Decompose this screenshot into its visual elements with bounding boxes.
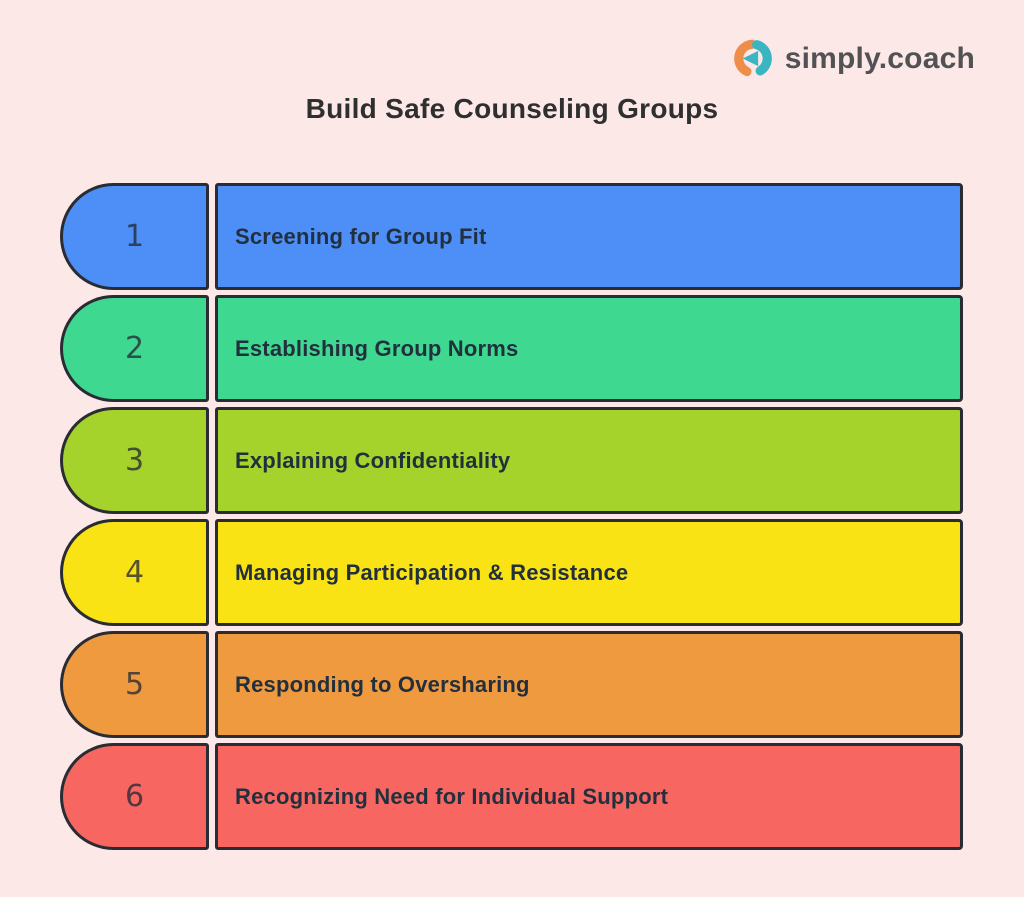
table-row: 1 Screening for Group Fit bbox=[60, 183, 963, 290]
row-number: 5 bbox=[124, 667, 145, 702]
rows: 1 Screening for Group Fit 2 Establishing… bbox=[60, 183, 963, 855]
row-bar: Screening for Group Fit bbox=[215, 183, 963, 290]
row-number: 1 bbox=[124, 219, 145, 254]
table-row: 4 Managing Participation & Resistance bbox=[60, 519, 963, 626]
page-title: Build Safe Counseling Groups bbox=[305, 93, 719, 124]
table-row: 6 Recognizing Need for Individual Suppor… bbox=[60, 743, 963, 850]
row-label: Explaining Confidentiality bbox=[235, 447, 511, 473]
row-label: Responding to Oversharing bbox=[235, 671, 530, 697]
row-bar: Recognizing Need for Individual Support bbox=[215, 743, 963, 850]
row-number: 6 bbox=[124, 779, 145, 814]
row-label: Managing Participation & Resistance bbox=[235, 559, 629, 585]
table-row: 3 Explaining Confidentiality bbox=[60, 407, 963, 514]
row-number: 2 bbox=[124, 331, 145, 366]
row-number-capsule: 2 bbox=[60, 295, 209, 402]
row-label: Screening for Group Fit bbox=[235, 223, 487, 249]
row-number: 4 bbox=[124, 555, 145, 590]
row-number-capsule: 4 bbox=[60, 519, 209, 626]
logo-orange-arc bbox=[733, 39, 757, 77]
row-bar: Establishing Group Norms bbox=[215, 295, 963, 402]
row-number-capsule: 6 bbox=[60, 743, 209, 850]
logo-text: simply.coach bbox=[784, 41, 975, 75]
row-bar: Responding to Oversharing bbox=[215, 631, 963, 738]
logo-teal-arc bbox=[751, 40, 772, 76]
row-bar: Explaining Confidentiality bbox=[215, 407, 963, 514]
row-label: Establishing Group Norms bbox=[235, 335, 519, 361]
logo-teal-arrow bbox=[742, 50, 758, 67]
row-number: 3 bbox=[124, 443, 145, 478]
row-bar: Managing Participation & Resistance bbox=[215, 519, 963, 626]
simply-coach-logo: simply.coach bbox=[730, 36, 975, 81]
row-label: Recognizing Need for Individual Support bbox=[235, 783, 669, 809]
table-row: 2 Establishing Group Norms bbox=[60, 295, 963, 402]
simply-coach-logo-icon bbox=[733, 39, 772, 77]
row-number-capsule: 5 bbox=[60, 631, 209, 738]
table-row: 5 Responding to Oversharing bbox=[60, 631, 963, 738]
row-number-capsule: 1 bbox=[60, 183, 209, 290]
row-number-capsule: 3 bbox=[60, 407, 209, 514]
